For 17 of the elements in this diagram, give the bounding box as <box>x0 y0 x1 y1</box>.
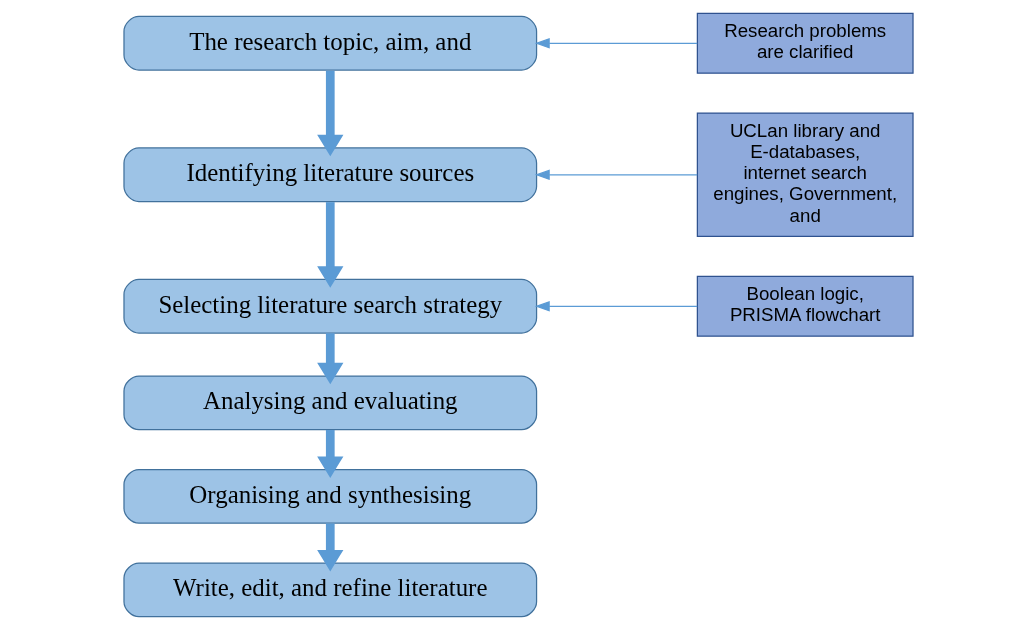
arrow <box>534 38 698 49</box>
arrow <box>316 523 343 572</box>
node-box: UCLan library and E-databases, internet search engines, Government, and <box>696 112 914 238</box>
arrow <box>316 70 343 157</box>
node-box: Analysing and evaluating <box>122 375 537 431</box>
node-box: Write, edit, and refine literature <box>122 562 537 618</box>
node-box: Boolean logic, PRISMA flowchart <box>696 275 914 337</box>
arrow <box>316 429 343 478</box>
arrow <box>316 333 343 385</box>
node-box: Organising and synthesising <box>122 468 537 524</box>
node-box: Identifying literature sources <box>122 147 537 203</box>
node-box: Research problems are clarified <box>696 12 914 74</box>
node-box: The research topic, aim, and <box>122 15 537 71</box>
arrow <box>534 169 698 180</box>
arrow <box>534 301 698 312</box>
arrow <box>316 202 343 288</box>
node-box: Selecting literature search strategy <box>122 278 537 334</box>
